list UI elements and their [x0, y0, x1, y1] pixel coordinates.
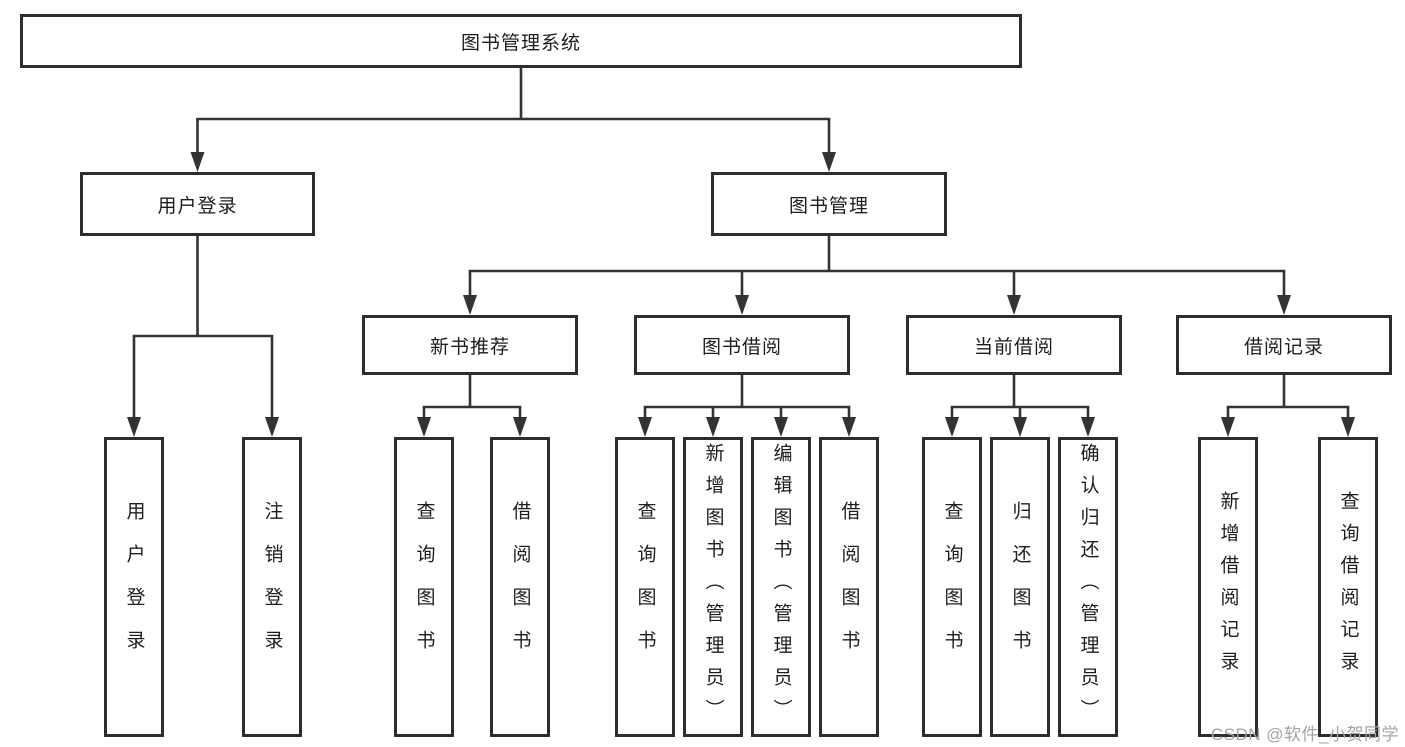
node-label: 图书借阅 [701, 336, 782, 358]
connector-path [132, 66, 1350, 409]
arrow-to-leaf-query-books-recommend [417, 407, 431, 437]
node-label: 查询图书 [941, 501, 963, 673]
leaf-query-books-current: 查询图书 [922, 437, 982, 737]
node-current-borrowing: 当前借阅 [906, 315, 1122, 375]
node-label: 编辑图书（管理员） [770, 443, 792, 731]
leaf-borrow-books-recommend: 借阅图书 [490, 437, 550, 737]
leaf-add-books-admin: 新增图书（管理员） [683, 437, 743, 737]
node-borrowing-records: 借阅记录 [1176, 315, 1392, 375]
arrow-to-leaf-add-borrow-record [1221, 407, 1235, 437]
arrow-to-book-management [822, 119, 836, 172]
arrow-to-new-book-recommendation [463, 271, 477, 315]
arrow-to-leaf-query-borrow-record [1341, 407, 1355, 437]
arrow-to-current-borrowing [1007, 271, 1021, 315]
node-label: 确认归还（管理员） [1077, 443, 1099, 731]
leaf-query-books-borrowing: 查询图书 [615, 437, 675, 737]
leaf-edit-books-admin: 编辑图书（管理员） [751, 437, 811, 737]
node-label: 注销登录 [261, 501, 283, 673]
arrow-to-leaf-borrow-books [842, 407, 856, 437]
node-user-login: 用户登录 [80, 172, 315, 236]
leaf-user-login: 用户登录 [104, 437, 164, 737]
node-label: 查询借阅记录 [1337, 491, 1359, 683]
node-label: 新增图书（管理员） [702, 443, 724, 731]
node-label: 借阅图书 [838, 501, 860, 673]
node-label: 查询图书 [413, 501, 435, 673]
node-label: 用户登录 [157, 195, 238, 217]
arrow-to-leaf-return-books [1013, 407, 1027, 437]
arrow-to-leaf-user-login [127, 336, 141, 437]
node-label: 新增借阅记录 [1217, 491, 1239, 683]
node-book-borrowing: 图书借阅 [634, 315, 850, 375]
arrow-to-book-borrowing [735, 271, 749, 315]
node-label: 图书管理系统 [460, 32, 581, 54]
leaf-borrow-books: 借阅图书 [819, 437, 879, 737]
node-label: 用户登录 [123, 501, 145, 673]
leaf-add-borrow-record: 新增借阅记录 [1198, 437, 1258, 737]
node-label: 新书推荐 [429, 336, 510, 358]
leaf-logout: 注销登录 [242, 437, 302, 737]
arrow-to-leaf-logout [265, 336, 279, 437]
arrow-to-leaf-query-books-current [945, 407, 959, 437]
node-label: 借阅记录 [1243, 336, 1324, 358]
arrow-to-leaf-add-books [706, 407, 720, 437]
arrow-to-borrowing-records [1277, 271, 1291, 315]
csdn-watermark: CSDN @软件_小贺同学 [1210, 725, 1399, 744]
arrow-to-leaf-edit-books [774, 407, 788, 437]
node-label: 归还图书 [1009, 501, 1031, 673]
node-label: 借阅图书 [509, 501, 531, 673]
leaf-query-borrow-record: 查询借阅记录 [1318, 437, 1378, 737]
leaf-return-books: 归还图书 [990, 437, 1050, 737]
arrow-to-leaf-confirm-return [1081, 407, 1095, 437]
leaf-confirm-return-admin: 确认归还（管理员） [1058, 437, 1118, 737]
node-library-management-system: 图书管理系统 [20, 14, 1022, 68]
arrow-to-user-login [190, 119, 205, 172]
node-new-book-recommendation: 新书推荐 [362, 315, 578, 375]
node-label: 当前借阅 [973, 336, 1054, 358]
arrow-to-leaf-query-books-borrowing [638, 407, 652, 437]
arrow-to-leaf-borrow-books-recommend [513, 407, 527, 437]
leaf-query-books-recommend: 查询图书 [394, 437, 454, 737]
node-book-management: 图书管理 [711, 172, 947, 236]
node-label: 图书管理 [788, 195, 869, 217]
node-label: 查询图书 [634, 501, 656, 673]
